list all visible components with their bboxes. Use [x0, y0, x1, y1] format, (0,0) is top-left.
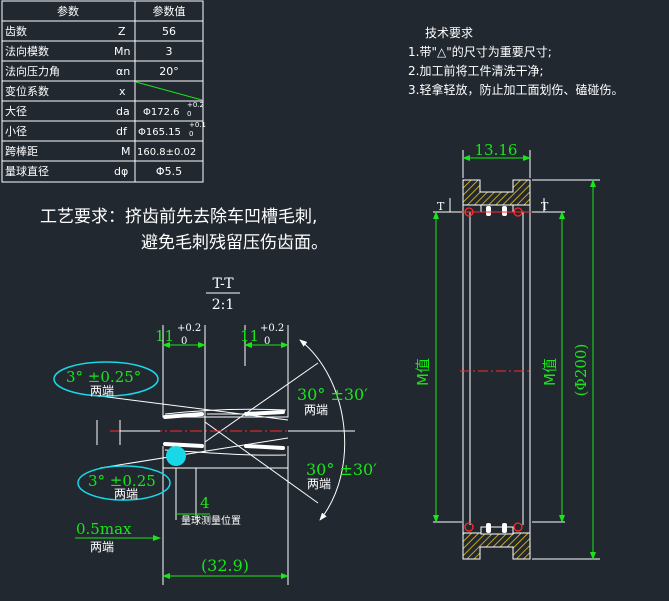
measuring-ball	[166, 446, 186, 466]
dim-value: 11	[155, 327, 174, 345]
dim-note: 两端	[90, 540, 114, 554]
dim-0-5max: 0.5max 两端	[75, 520, 161, 554]
angle-top-left: 3° ±0.25° 两端	[53, 361, 159, 398]
tech-title: 技术要求	[425, 26, 473, 40]
process-line-2: 避免毛刺残留压伤齿面。	[141, 233, 328, 253]
row-value: Φ5.5	[156, 165, 182, 178]
dim-value: 11	[240, 327, 259, 345]
dim-upper: +0.2	[177, 323, 201, 334]
angle-right-bottom: 30° ±30′ 两端	[306, 460, 377, 491]
parameter-table	[1, 0, 204, 183]
table-rows: 齿数 Z 56 法向模数 Mn 3 法向压力角 αn 20° 变位系数 x 大径…	[5, 25, 206, 178]
row-name: 大径	[5, 104, 27, 118]
m-label-right: M值	[541, 358, 559, 386]
row-value: 160.8±0.02	[137, 147, 196, 158]
row-value: 56	[162, 25, 176, 38]
angle-value: 3° ±0.25	[88, 472, 156, 490]
dim-4: 4 量球测量位置	[176, 494, 241, 527]
row-symbol: αn	[116, 65, 130, 78]
dim-top-right: 11 +0.2 0	[240, 323, 289, 348]
m-label-left: M值	[414, 358, 432, 386]
section-scale: 2:1	[212, 297, 235, 313]
dim-value: (32.9)	[201, 556, 249, 575]
table-header: 参数 参数值	[57, 4, 186, 18]
row-symbol: x	[119, 85, 126, 98]
tech-item: 2.加工前将工件清洗干净;	[408, 63, 544, 78]
row-name: 小径	[5, 125, 27, 138]
row-name: 跨棒距	[5, 144, 38, 158]
dim-upper: +0.2	[260, 323, 284, 334]
angle-note: 两端	[307, 477, 331, 491]
angle-value: 3° ±0.25°	[66, 368, 141, 386]
tech-item: 3.轻拿轻放，防止加工面划伤、磕碰伤。	[408, 82, 623, 97]
row-value: Φ165.15	[138, 127, 181, 138]
process-line-1: 工艺要求：挤齿前先去除车凹槽毛刺,	[40, 207, 317, 227]
row-symbol: Z	[118, 25, 126, 38]
dim-value: 0.5max	[76, 520, 132, 538]
angle-right-top: 30° ±30′ 两端	[297, 385, 368, 417]
row-symbol: dφ	[114, 165, 128, 178]
row-name: 齿数	[5, 25, 27, 38]
dim-top-left: 11 +0.2 0	[155, 323, 206, 348]
dim-lower: 0	[181, 336, 187, 347]
width-dim: 13.16	[475, 141, 518, 159]
tech-requirements: 技术要求 1.带"△"的尺寸为重要尺寸; 2.加工前将工件清洗干净; 3.轻拿轻…	[408, 26, 623, 97]
section-label: T-T 2:1	[206, 276, 240, 313]
row-tol-upper: +0.1	[189, 121, 206, 129]
diameter-label: (Φ200)	[572, 344, 590, 397]
dim-note: 量球测量位置	[181, 514, 241, 527]
row-symbol: df	[116, 125, 128, 138]
row-symbol: Mn	[114, 45, 130, 58]
row-value: 3	[166, 45, 173, 58]
section-mark-left: T	[437, 200, 445, 213]
process-requirement: 工艺要求：挤齿前先去除车凹槽毛刺, 避免毛刺残留压伤齿面。	[40, 207, 328, 253]
row-symbol: da	[116, 105, 130, 118]
dim-value: 4	[200, 494, 210, 512]
angle-value: 30° ±30′	[297, 385, 368, 404]
row-value: 20°	[159, 65, 179, 78]
angle-note: 两端	[304, 403, 328, 417]
section-mark-right: T	[541, 200, 549, 213]
section-name: T-T	[212, 276, 234, 292]
row-tol-lower: 0	[187, 110, 191, 118]
row-symbol: M	[121, 145, 131, 158]
row-tol-upper: +0.2	[187, 101, 204, 109]
dim-lower: 0	[264, 336, 270, 347]
angle-value: 30° ±30′	[306, 460, 377, 479]
row-value: Φ172.6	[143, 107, 180, 118]
header-param: 参数	[57, 4, 79, 18]
angle-note: 两端	[90, 384, 114, 398]
main-view-labels: 13.16 T T M值 M值 (Φ200)	[414, 141, 590, 396]
tech-item: 1.带"△"的尺寸为重要尺寸;	[408, 44, 552, 59]
angle-bottom-left: 3° ±0.25 两端	[77, 465, 171, 501]
row-name: 法向模数	[5, 44, 49, 58]
row-name: 量球直径	[5, 164, 49, 178]
row-tol-lower: 0	[189, 130, 193, 138]
angle-note: 两端	[114, 487, 138, 501]
row-name: 变位系数	[5, 84, 49, 98]
section-geometry	[96, 325, 355, 585]
row-name: 法向压力角	[5, 64, 60, 78]
main-view	[433, 150, 600, 560]
dim-total: (32.9)	[162, 556, 289, 579]
header-value: 参数值	[153, 4, 186, 18]
